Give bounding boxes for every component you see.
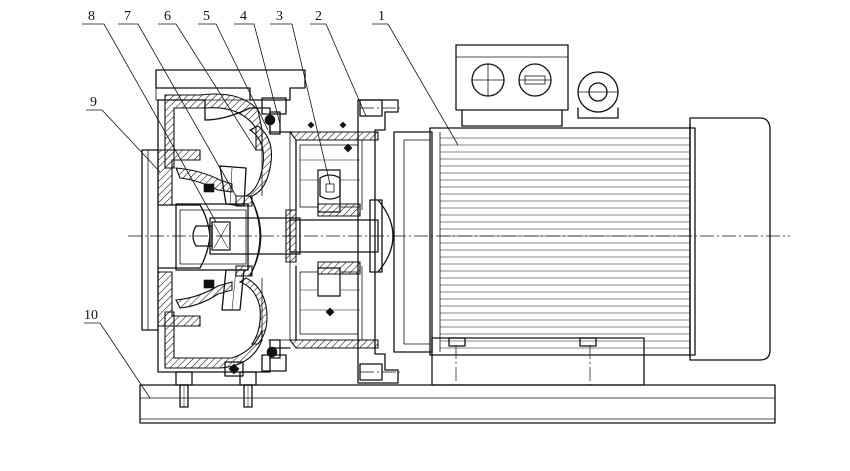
callout-6: 6 xyxy=(164,9,171,24)
callout-4: 4 xyxy=(240,9,247,24)
callout-9: 9 xyxy=(90,95,97,110)
callout-10: 10 xyxy=(84,308,98,323)
callout-5: 5 xyxy=(203,9,210,24)
callout-3: 3 xyxy=(276,9,283,24)
impeller xyxy=(175,165,262,311)
foundation-bolts xyxy=(175,371,257,408)
callout-1: 1 xyxy=(378,9,385,24)
motor xyxy=(393,44,771,386)
callout-7: 7 xyxy=(124,9,131,24)
bearing-bracket xyxy=(288,99,400,384)
cooling-fins xyxy=(439,132,690,352)
callouts: 1 2 3 4 5 6 7 8 9 10 xyxy=(84,9,385,323)
pump-casing xyxy=(141,69,306,377)
callout-2: 2 xyxy=(315,9,322,24)
leader-lines xyxy=(82,23,459,399)
base-plate xyxy=(139,384,776,424)
callout-8: 8 xyxy=(88,9,95,24)
